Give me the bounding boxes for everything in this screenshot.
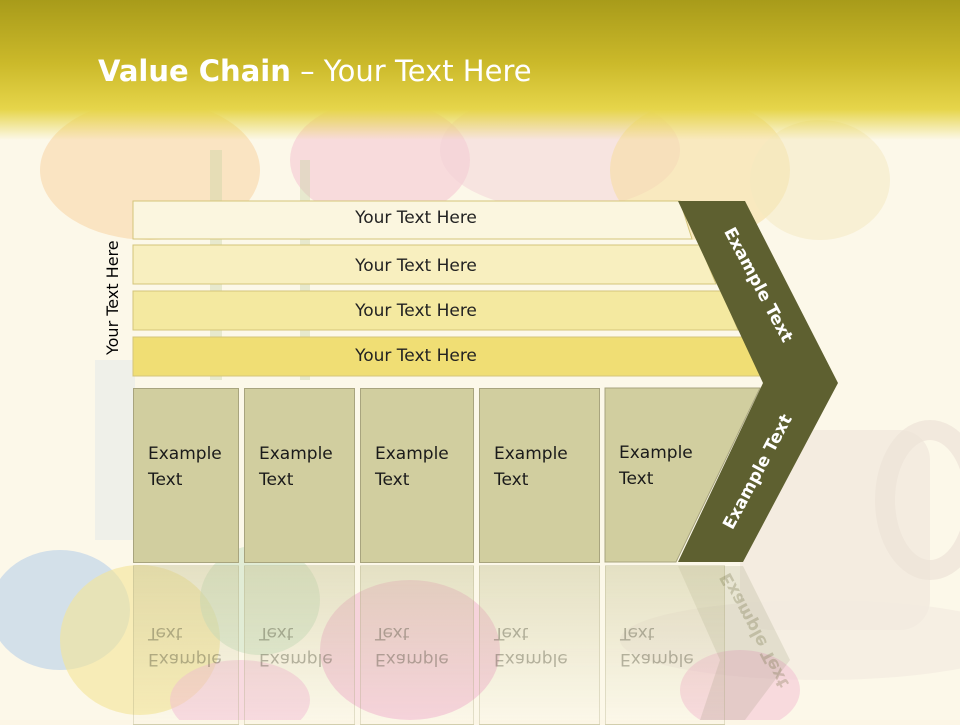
primary-box-4-line2: Text: [494, 470, 529, 490]
primary-box-5-line2: Text: [619, 469, 654, 489]
support-bar-1-text: Your Text Here: [355, 208, 477, 228]
primary-box-1-line2: Text: [148, 470, 183, 490]
title-band: [0, 0, 960, 140]
support-bar-3-text: Your Text Here: [355, 301, 477, 321]
support-bar-4-text: Your Text Here: [355, 346, 477, 366]
primary-box-5-line1: Example: [619, 443, 693, 463]
primary-box-3-line2: Text: [375, 470, 410, 490]
title-bold: Value Chain: [98, 54, 291, 88]
primary-box-2-line2: Text: [259, 470, 294, 490]
support-bar-2: [132, 244, 717, 285]
support-bar-1: [132, 200, 693, 240]
margin-chevron-reflection: [678, 566, 790, 720]
margin-chevron: [678, 201, 838, 562]
primary-box-1-line1: Example: [148, 444, 222, 464]
support-bar-2-text: Your Text Here: [355, 256, 477, 276]
primary-box-5: [604, 387, 761, 563]
support-bar-3: [132, 290, 739, 331]
title-rest: – Your Text Here: [290, 54, 532, 88]
slide-title: Value Chain – Your Text Here: [98, 54, 532, 88]
primary-box-3-line1: Example: [375, 444, 449, 464]
primary-box-2-line1: Example: [259, 444, 333, 464]
primary-box-4-line1: Example: [494, 444, 568, 464]
